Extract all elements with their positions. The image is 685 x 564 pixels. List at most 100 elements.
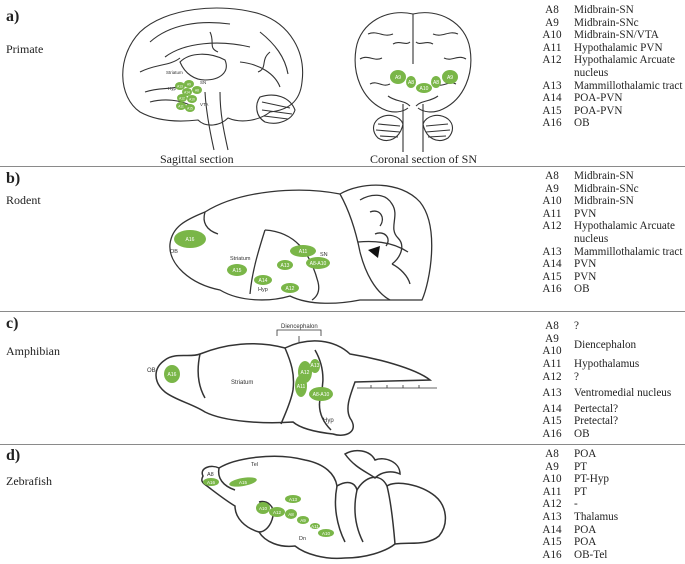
- panel-c-label: c): [6, 315, 19, 332]
- zebrafish-label-a10: A10: [259, 506, 268, 511]
- primate-label-hyp: Hyp: [168, 86, 176, 91]
- zebrafish-sagittal-diagram: A16 A15 A13 A10 A12 A8 A9 A11 A10 A8 Tel…: [201, 449, 447, 560]
- primate-label-a11: A11: [178, 105, 184, 109]
- panel-c-species: Amphibian: [6, 344, 60, 358]
- panel-b-species: Rodent: [6, 193, 41, 207]
- primate-label-a13: A13: [177, 85, 183, 89]
- amphibian-label-a8a10: A8-A10: [313, 392, 330, 398]
- zebrafish-label-a15: A15: [239, 480, 248, 485]
- panel-a-label: a): [6, 8, 20, 25]
- panel-a-species: Primate: [6, 42, 44, 56]
- primate-label-vta: VTA: [200, 102, 208, 107]
- amphibian-label-hyp: Hyp: [323, 418, 334, 424]
- amphibian-label-diencephalon: Diencephalon: [281, 324, 318, 330]
- zebrafish-label-a10b: A10: [322, 531, 331, 536]
- amphibian-label-a13: A13: [311, 363, 320, 369]
- legend-row: A9: [545, 333, 559, 345]
- amphibian-label-a12: A12: [301, 370, 310, 376]
- rodent-label-a15: A15: [233, 268, 242, 274]
- divider-bc: [0, 311, 685, 312]
- zebrafish-label-a12: A12: [273, 510, 282, 515]
- zebrafish-label-dn: Dn: [299, 536, 306, 542]
- primate-sagittal-diagram: Striatum Hyp SN VTA A13 A9 A14 A8 A12 A1…: [122, 7, 304, 151]
- amphibian-label-a11: A11: [297, 384, 306, 390]
- primate-label-sn: SN: [200, 80, 206, 85]
- divider-cd: [0, 444, 685, 445]
- zebrafish-label-a8: A8: [207, 472, 214, 478]
- svg-text:A8: A8: [408, 80, 414, 86]
- rodent-label-a16: A16: [186, 237, 195, 243]
- amphibian-label-a16: A16: [168, 372, 177, 378]
- primate-label-a10: A10: [189, 98, 195, 102]
- rodent-label-a14: A14: [259, 278, 268, 284]
- rodent-sagittal-diagram: A16 A15 A14 A12 A13 A11 A8-A10 OB Striat…: [169, 184, 433, 304]
- svg-text:A9: A9: [447, 75, 453, 81]
- rodent-label-a13: A13: [281, 263, 290, 269]
- rodent-label-a11: A11: [299, 249, 308, 255]
- panel-d-label: d): [6, 447, 21, 464]
- rodent-label-ob: OB: [170, 249, 178, 255]
- caption-coronal: Coronal section of SN: [370, 152, 477, 166]
- rodent-label-striatum: Striatum: [230, 256, 251, 262]
- legend-row: A8?: [545, 320, 579, 332]
- svg-text:A10: A10: [420, 86, 429, 92]
- primate-coronal-diagram: A9 A8 A10 A8 A9: [354, 12, 472, 152]
- zebrafish-label-tel: Tel: [251, 462, 258, 468]
- amphibian-label-ob: OB: [147, 368, 156, 374]
- zebrafish-label-a13: A13: [289, 497, 298, 502]
- panel-b-label: b): [6, 170, 21, 187]
- primate-label-a15: A15: [187, 107, 193, 111]
- legend-row: A12?: [542, 370, 579, 383]
- zebrafish-label-a8b: A8: [288, 512, 294, 517]
- rodent-label-sn: SN: [320, 252, 328, 258]
- rodent-label-a8a10: A8-A10: [310, 261, 327, 267]
- svg-text:A9: A9: [395, 75, 401, 81]
- rodent-label-hyp: Hyp: [258, 287, 268, 293]
- primate-label-a14: A14: [184, 91, 190, 95]
- primate-label-striatum: Striatum: [166, 70, 183, 75]
- primate-label-a8: A8: [195, 89, 199, 93]
- zebrafish-label-a11: A11: [311, 524, 319, 529]
- divider-ab: [0, 166, 685, 167]
- primate-label-a9: A9: [187, 83, 191, 87]
- svg-text:A8: A8: [433, 80, 439, 86]
- caption-sagittal: Sagittal section: [160, 152, 234, 166]
- panel-d-species: Zebrafish: [6, 474, 52, 488]
- zebrafish-label-a9: A9: [300, 518, 306, 523]
